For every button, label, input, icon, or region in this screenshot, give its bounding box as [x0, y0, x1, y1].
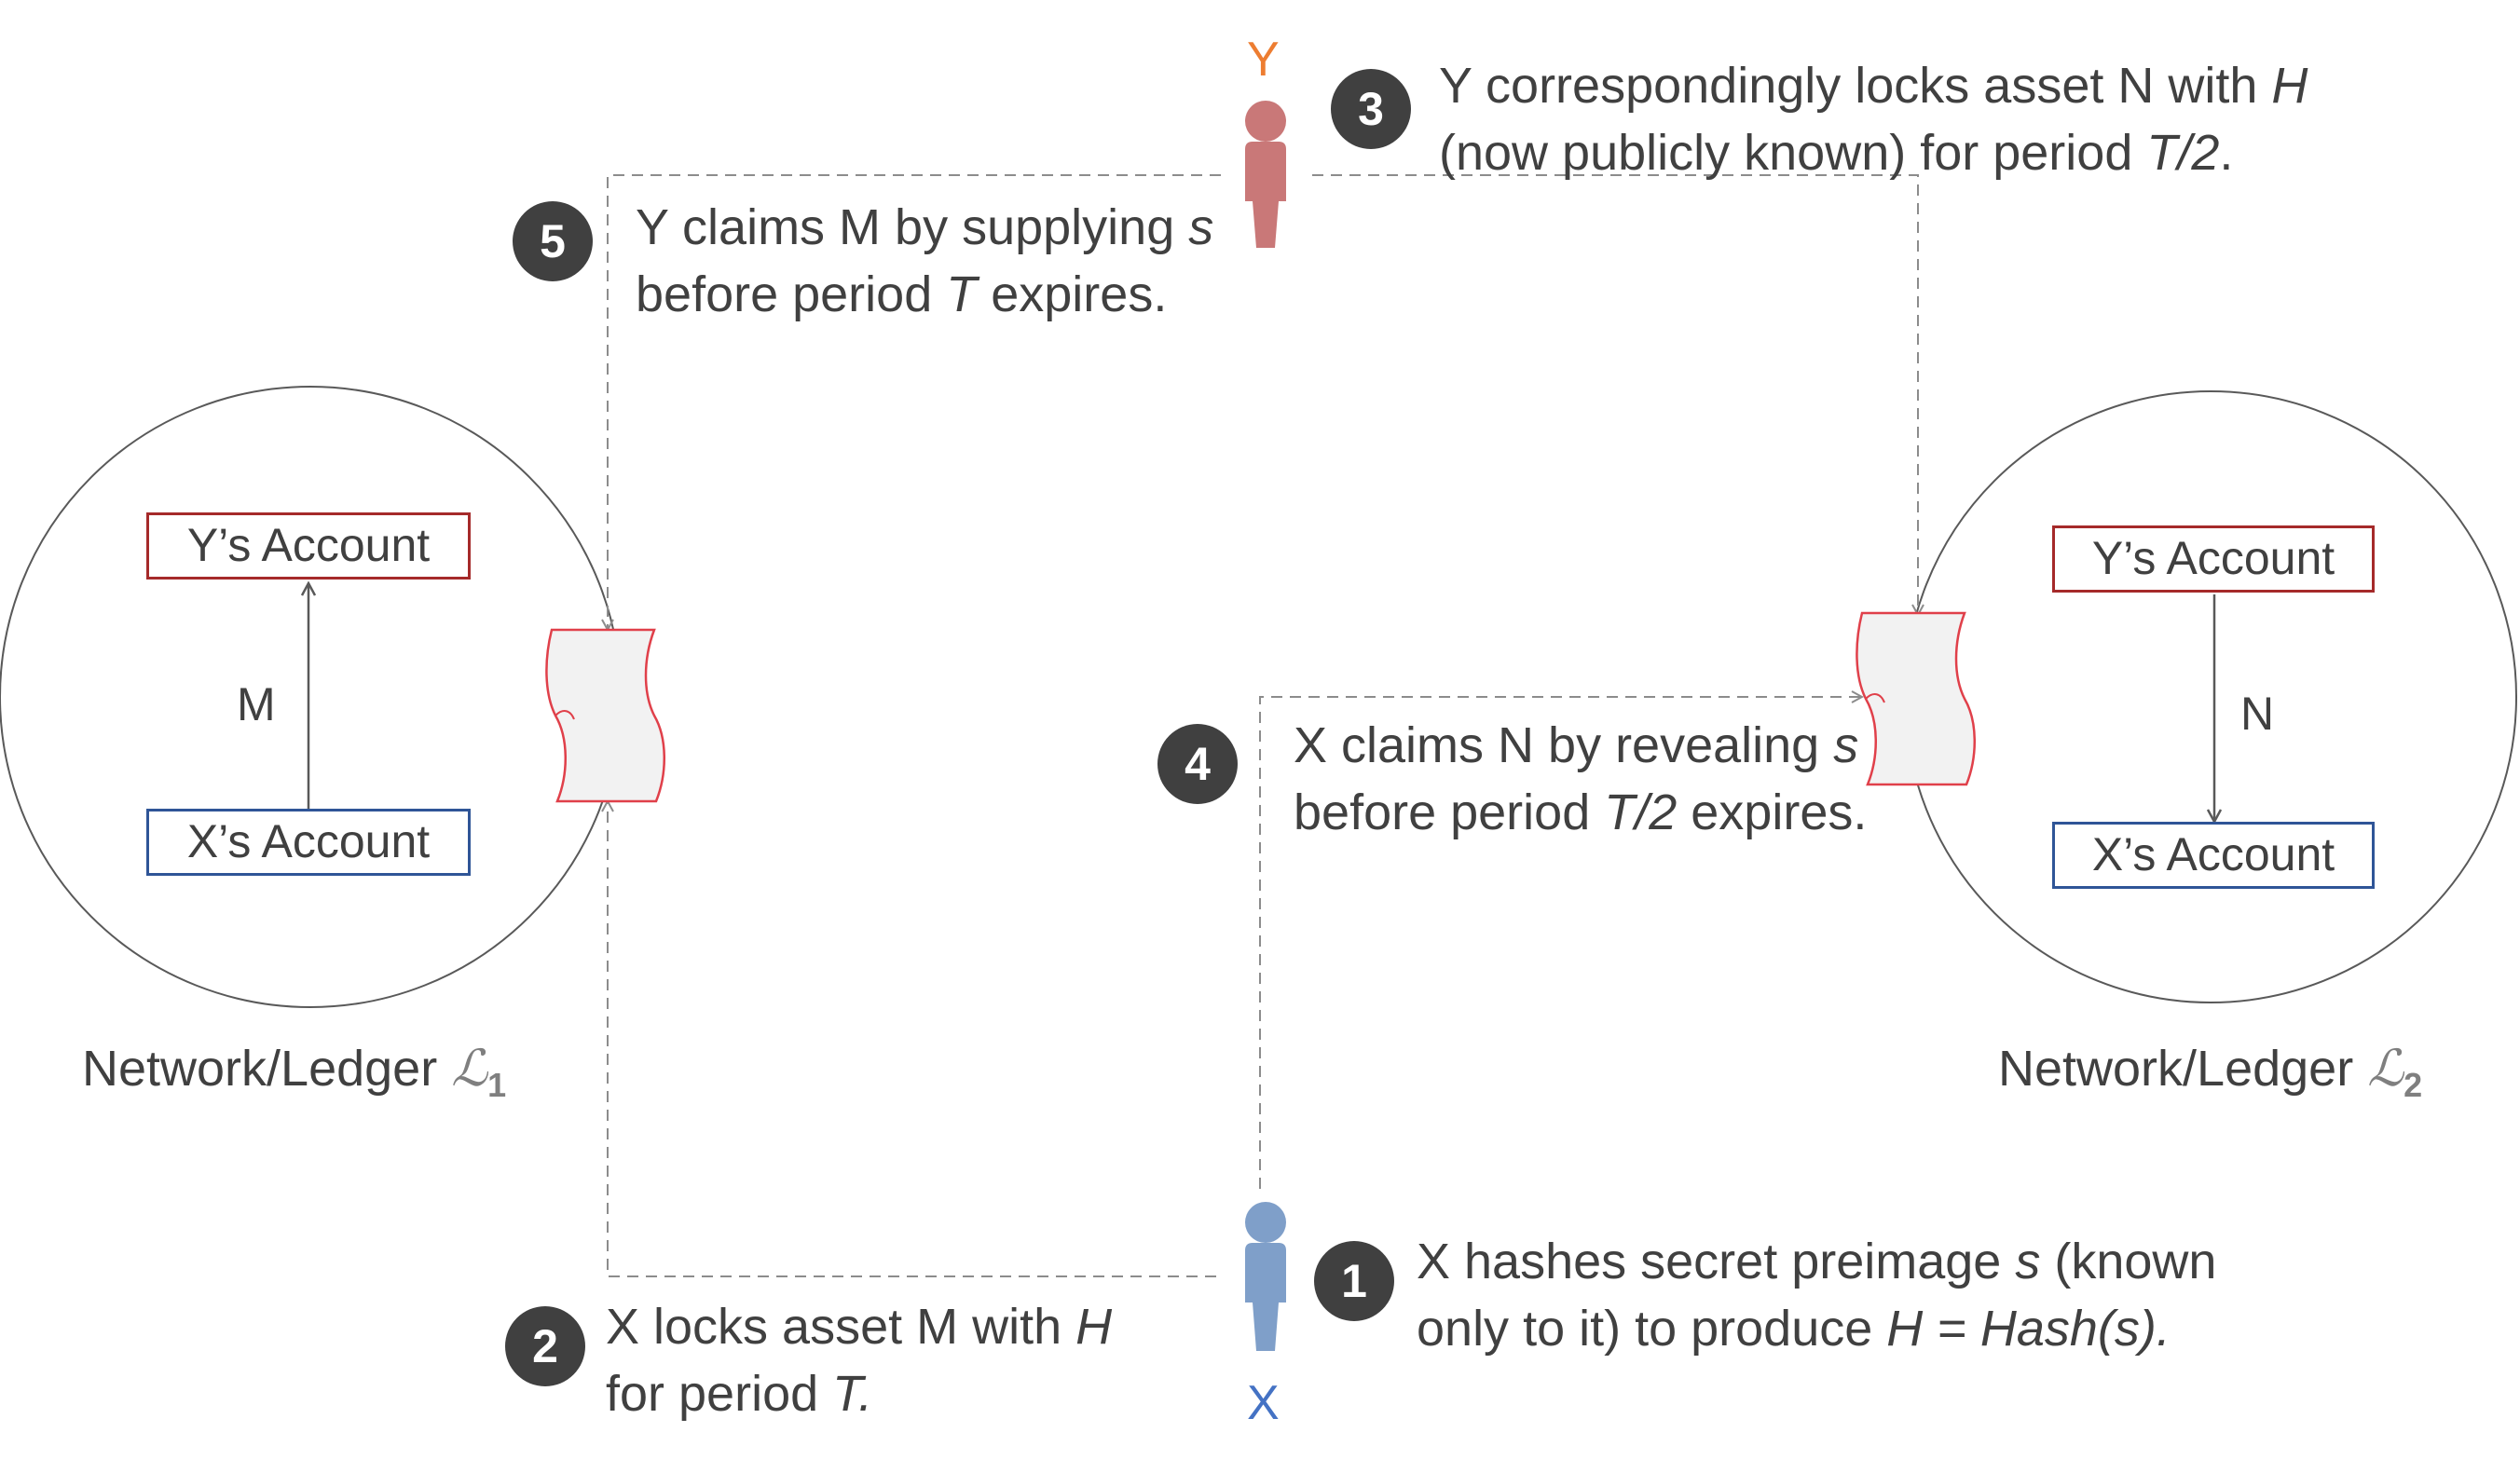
participant-y-label: Y [1247, 33, 1280, 87]
step-3-line-1: Y correspondingly locks asset N with H [1439, 58, 2308, 114]
participant-x-label: X [1247, 1376, 1280, 1430]
ledger-1-x-account: X’s Account [146, 809, 471, 876]
step-2-text: X locks asset M with H for period T. [606, 1293, 1112, 1427]
step-5-badge: 5 [513, 201, 593, 281]
step-4-text: X claims N by revealing s before period … [1294, 712, 1867, 846]
step-3-line-2: (now publicly known) for period T/2. [1439, 125, 2234, 181]
step-2-line-1: X locks asset M with H [606, 1299, 1113, 1355]
ledger-2-circle [1904, 390, 2517, 1003]
ledger-1-caption: Network/Ledger ℒ1 [82, 1036, 506, 1118]
italic-term: T. [832, 1366, 873, 1422]
italic-term: T [946, 266, 978, 322]
ledger-1-subscript: 1 [487, 1065, 507, 1104]
ledger-2-subscript: 2 [2404, 1065, 2423, 1104]
step-3-text: Y correspondingly locks asset N with H (… [1439, 52, 2308, 186]
contract-2-icon [1856, 611, 1976, 786]
italic-term: s [1188, 199, 1214, 255]
ledger-2-name: Network/Ledger [1998, 1041, 2354, 1097]
ledger-1-y-account: Y’s Account [146, 512, 471, 580]
ledger-1-circle [0, 386, 622, 1008]
ledger-1-flow-label: M [237, 678, 276, 730]
italic-term: s [1833, 717, 1859, 773]
ledger-2-y-account: Y’s Account [2052, 525, 2375, 593]
connector-y-claim-m [608, 174, 1221, 630]
ledger-1-name: Network/Ledger [82, 1041, 438, 1097]
step-1-line-1: X hashes secret preimage s (known [1417, 1234, 2217, 1289]
step-3-badge: 3 [1331, 69, 1411, 149]
italic-term: H [1075, 1299, 1113, 1355]
step-1-line-2: only to it) to produce H = Hash(s). [1417, 1301, 2171, 1357]
italic-term: T/2 [1604, 784, 1678, 840]
step-5-line-1: Y claims M by supplying s [636, 199, 1214, 255]
ledger-2-symbol: ℒ [2367, 1039, 2404, 1098]
italic-term: H = Hash(s). [1886, 1301, 2171, 1357]
step-4-line-1: X claims N by revealing s [1294, 717, 1859, 773]
ledger-2-caption: Network/Ledger ℒ2 [1998, 1036, 2422, 1118]
step-5-text: Y claims M by supplying s before period … [636, 194, 1213, 328]
italic-term: H [2271, 58, 2308, 114]
step-5-line-2: before period T expires. [636, 266, 1168, 322]
ledger-2-flow-label: N [2240, 688, 2275, 740]
step-4-badge: 4 [1157, 724, 1238, 804]
person-x-icon [1245, 1202, 1286, 1351]
ledger-1-symbol: ℒ [451, 1039, 488, 1098]
italic-term: s [2015, 1234, 2041, 1289]
step-1-badge: 1 [1314, 1241, 1394, 1321]
connector-y-lock-n [1312, 174, 1918, 615]
italic-term: T/2 [2146, 125, 2220, 181]
person-y-icon [1245, 101, 1286, 248]
ledger-2-x-account: X’s Account [2052, 822, 2375, 889]
connector-x-lock-m [608, 801, 1216, 1277]
step-2-badge: 2 [505, 1306, 585, 1386]
contract-1-icon [545, 628, 665, 803]
step-2-line-2: for period T. [606, 1366, 873, 1422]
connector-x-claim-n [1259, 697, 1862, 1189]
step-1-text: X hashes secret preimage s (known only t… [1417, 1228, 2216, 1362]
step-4-line-2: before period T/2 expires. [1294, 784, 1868, 840]
